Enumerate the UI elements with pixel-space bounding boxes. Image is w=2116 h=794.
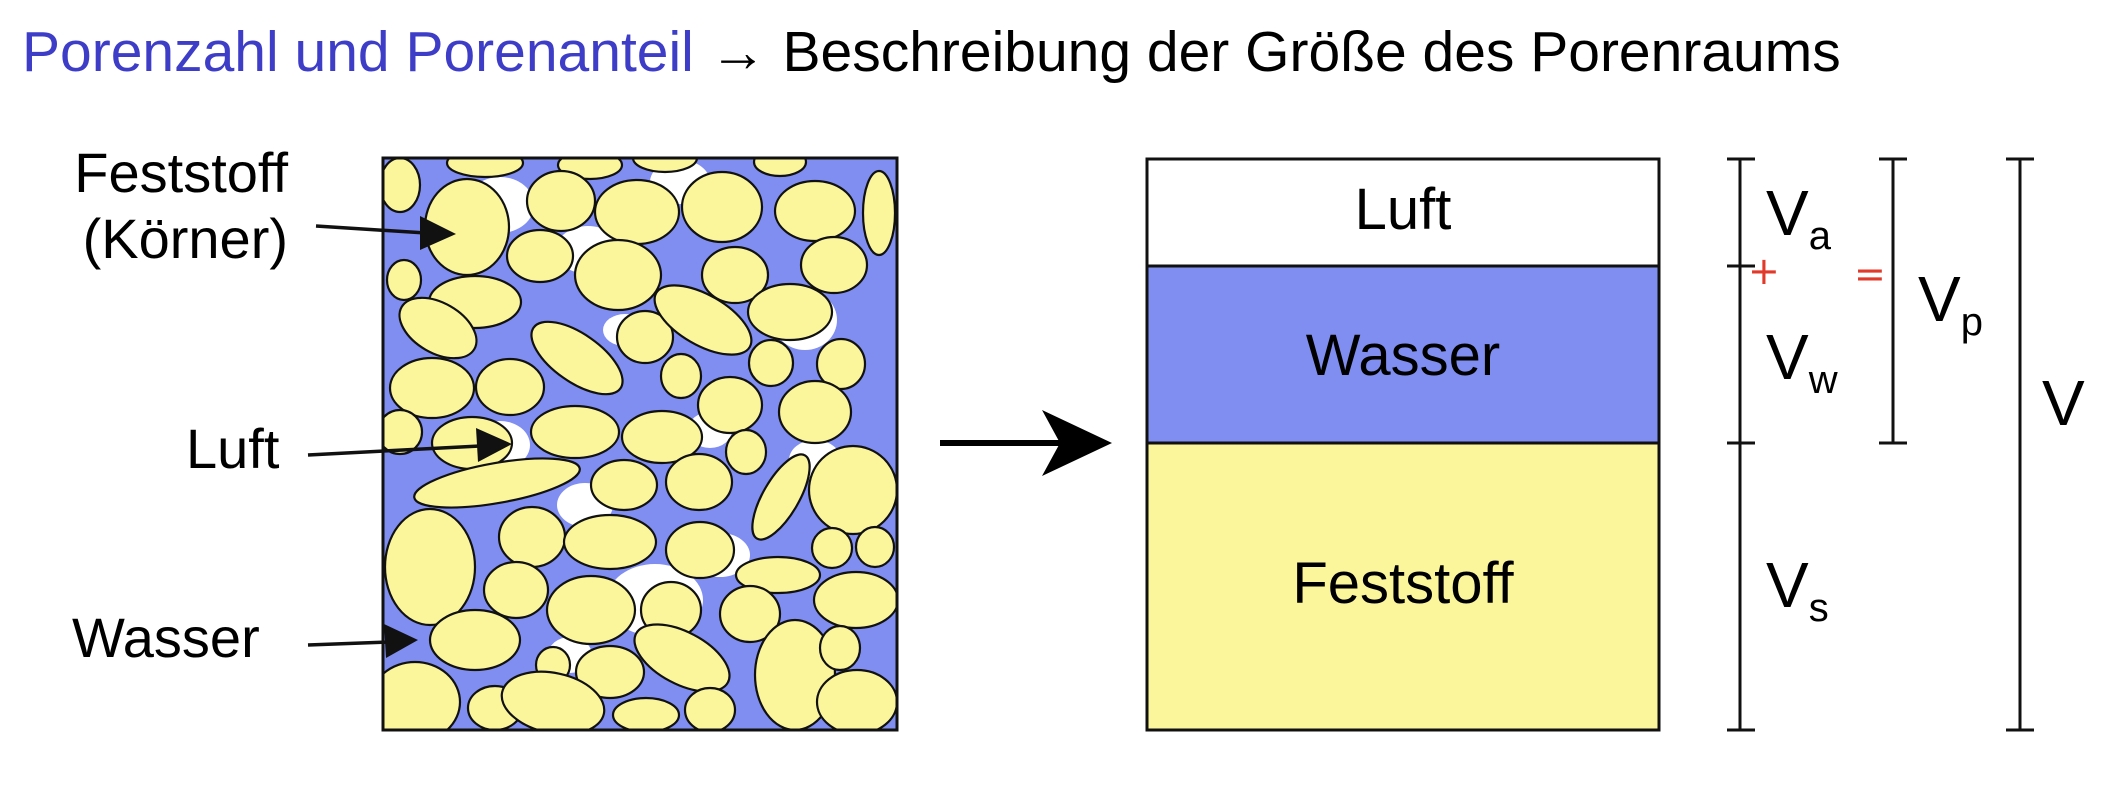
title-highlight: Porenzahl und Porenanteil	[22, 20, 694, 84]
label-feststoff: Feststoff (Körner)	[40, 140, 288, 272]
annotation-equals: =	[1854, 252, 1886, 296]
phase-label-wasser: Wasser	[1305, 323, 1501, 388]
volume-label-va: Va	[1766, 177, 1831, 258]
volume-label-v: V	[2042, 367, 2085, 439]
label-feststoff-line1: Feststoff	[74, 141, 288, 204]
pointer-wasser	[307, 640, 391, 647]
pointer-luft	[307, 444, 481, 457]
title-arrow: →	[709, 20, 767, 84]
phase-air	[1147, 159, 1659, 266]
phase-label-feststoff: Feststoff	[1292, 551, 1514, 616]
pointer-luft-head	[476, 428, 512, 462]
phase-border	[1145, 157, 1661, 732]
volume-label-vs: Vs	[1766, 549, 1829, 630]
page-title: Porenzahl und Porenanteil → Beschreibung…	[22, 14, 1841, 90]
soil-sample-border	[381, 156, 899, 732]
pointer-feststoff-head	[420, 216, 456, 250]
volume-label-vw: Vw	[1766, 321, 1838, 402]
phase-solid	[1147, 443, 1659, 730]
label-luft: Luft	[186, 417, 280, 480]
pointer-wasser-head	[384, 624, 418, 658]
phase-diagram	[1145, 157, 1661, 732]
pointer-feststoff	[315, 224, 427, 235]
soil-sample	[381, 156, 899, 732]
transform-arrow-icon	[940, 410, 1112, 476]
label-feststoff-line2: (Körner)	[82, 207, 288, 270]
volume-brackets	[1727, 157, 2034, 732]
title-rest: Beschreibung der Größe des Porenraums	[782, 20, 1841, 84]
volume-label-vp: Vp	[1918, 263, 1983, 344]
label-pointers	[307, 216, 512, 658]
label-wasser: Wasser	[72, 606, 260, 669]
phase-water	[1147, 266, 1659, 443]
soil-grains	[383, 158, 897, 730]
annotation-plus: +	[1748, 249, 1780, 293]
phase-label-luft: Luft	[1354, 177, 1452, 242]
